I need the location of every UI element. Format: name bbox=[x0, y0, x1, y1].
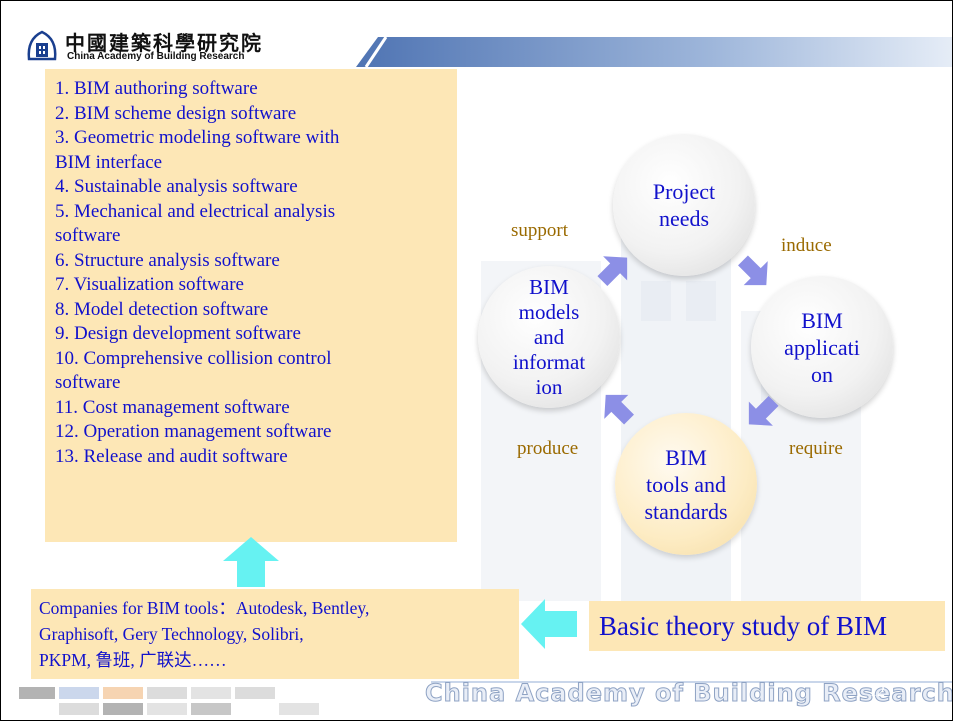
list-item: software bbox=[55, 372, 121, 393]
bim-tools-standards-node: BIM tools and standards bbox=[615, 413, 757, 555]
node-text: and bbox=[533, 324, 565, 349]
page-number: 12 bbox=[869, 683, 885, 700]
list-item: 8. Model detection software bbox=[55, 298, 269, 320]
cycle-arrow-icon bbox=[604, 394, 634, 425]
node-text: on bbox=[811, 361, 833, 387]
support-label: support bbox=[511, 220, 568, 241]
list-item: 12. Operation management software bbox=[55, 421, 332, 442]
node-text: Project bbox=[652, 179, 716, 204]
cycle-arrow-icon bbox=[738, 255, 768, 286]
footer-org-name: China Academy of Building Research bbox=[425, 679, 953, 708]
list-item: 3. Geometric modeling software with bbox=[55, 127, 340, 148]
produce-label: produce bbox=[517, 438, 579, 459]
software-list-panel: 1. BIM authoring software 2. BIM scheme … bbox=[45, 69, 457, 542]
list-item: 9. Design development software bbox=[55, 323, 301, 344]
footer-color-blocks bbox=[19, 683, 349, 715]
companies-line: Graphisoft, Gery Technology, Solibri, bbox=[39, 624, 304, 644]
cycle-arrow-icon bbox=[748, 396, 779, 426]
list-item: 4. Sustainable analysis software bbox=[55, 176, 298, 197]
node-text: ion bbox=[535, 374, 563, 399]
project-needs-node: Project needs bbox=[613, 134, 755, 276]
list-item: software bbox=[55, 225, 121, 246]
list-item: 11. Cost management software bbox=[55, 396, 290, 418]
left-arrow-icon bbox=[521, 599, 577, 649]
logo-english-name: China Academy of Building Research bbox=[67, 51, 245, 62]
node-text: needs bbox=[658, 206, 710, 231]
basic-theory-title: Basic theory study of BIM bbox=[589, 601, 945, 651]
companies-line: PKPM, 鲁班, 广联达…… bbox=[39, 650, 227, 670]
list-item: 2. BIM scheme design software bbox=[55, 102, 297, 124]
node-text: standards bbox=[644, 498, 728, 524]
list-item: 5. Mechanical and electrical analysis bbox=[55, 200, 336, 222]
header-band bbox=[356, 37, 952, 67]
induce-label: induce bbox=[781, 235, 832, 256]
logo: 中國建築科學研究院 China Academy of Building Rese… bbox=[21, 25, 381, 67]
node-text: BIM bbox=[529, 274, 569, 299]
list-item: 1. BIM authoring software bbox=[55, 78, 258, 99]
node-text: informat bbox=[512, 349, 586, 374]
require-label: require bbox=[789, 438, 843, 459]
bim-application-node: BIM applicati on bbox=[751, 276, 893, 418]
node-text: tools and bbox=[645, 471, 727, 497]
node-text: applicati bbox=[784, 334, 860, 360]
footer-divider bbox=[431, 681, 952, 683]
cycle-arrow-icon bbox=[597, 256, 628, 286]
list-item: 13. Release and audit software bbox=[55, 445, 288, 467]
companies-panel: Companies for BIM tools：Autodesk, Bentle… bbox=[31, 589, 519, 679]
companies-line: Companies for BIM tools：Autodesk, Bentle… bbox=[39, 598, 370, 618]
list-item: 7. Visualization software bbox=[55, 274, 244, 295]
list-item: 10. Comprehensive collision control bbox=[55, 347, 332, 369]
logo-chinese-name: 中國建築科學研究院 bbox=[65, 31, 263, 55]
node-text: BIM bbox=[801, 307, 843, 333]
list-item: BIM interface bbox=[55, 151, 163, 173]
node-text: BIM bbox=[665, 444, 707, 470]
list-item: 6. Structure analysis software bbox=[55, 249, 280, 271]
up-arrow-icon bbox=[223, 537, 279, 587]
academy-emblem-icon bbox=[27, 30, 57, 61]
bim-models-information-node: BIM models and informat ion bbox=[478, 266, 620, 408]
node-text: models bbox=[518, 299, 580, 324]
software-list: 1. BIM authoring software 2. BIM scheme … bbox=[45, 69, 457, 469]
